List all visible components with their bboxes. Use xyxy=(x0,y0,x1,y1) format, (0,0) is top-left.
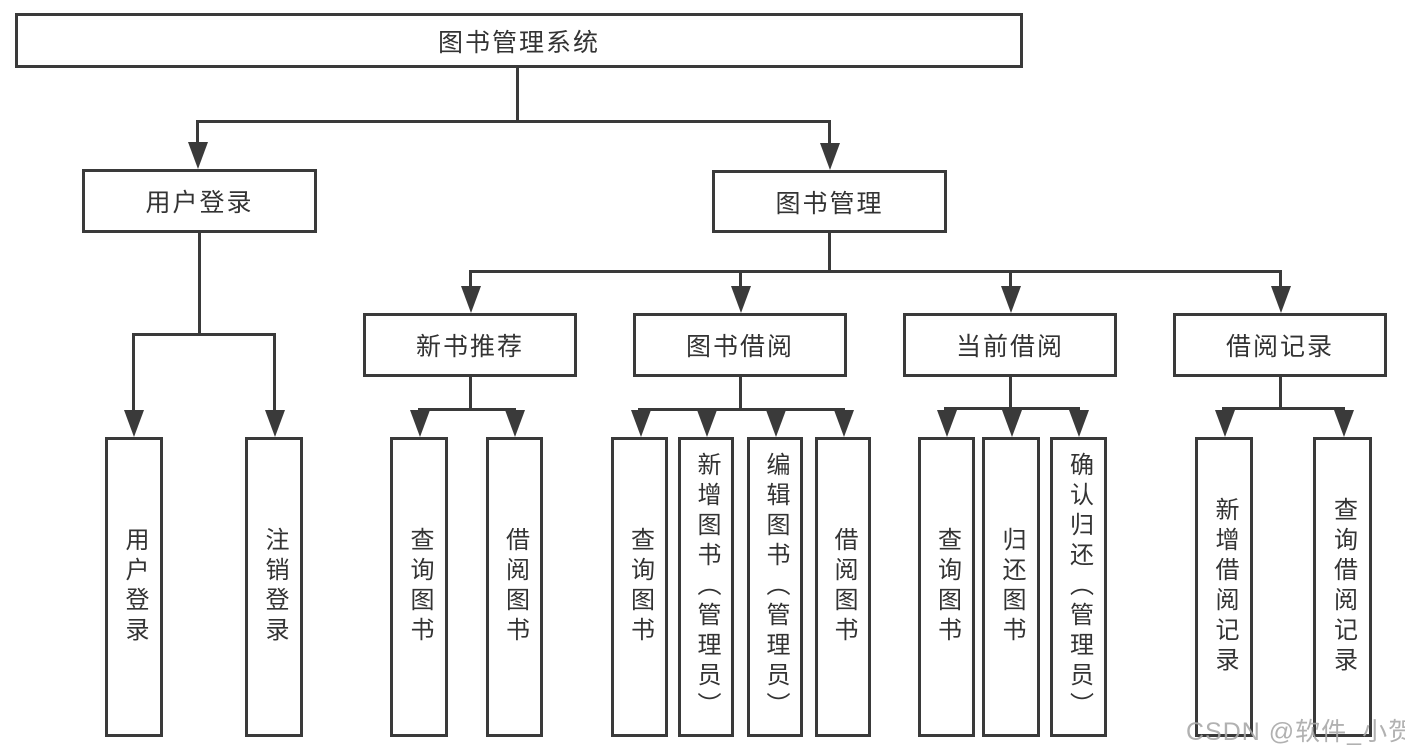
arrowhead xyxy=(1002,410,1022,437)
connector-user-login-stem xyxy=(198,233,201,335)
leaf-return-book-label: 归还图书 xyxy=(998,527,1025,647)
arrowhead xyxy=(505,410,525,437)
connector-new-book-rec-stem xyxy=(469,377,472,410)
node-borrow-records: 借阅记录 xyxy=(1173,313,1387,377)
connector-borrow-records-stem xyxy=(1279,377,1282,409)
arrowhead xyxy=(1215,410,1235,437)
connector-stub-borrow-records xyxy=(1279,270,1282,288)
connector-stub-leaf-login xyxy=(132,333,135,413)
node-new-book-rec: 新书推荐 xyxy=(363,313,577,377)
leaf-logout-label: 注销登录 xyxy=(261,527,288,647)
node-root: 图书管理系统 xyxy=(15,13,1023,68)
connector-stub-leaf-logout xyxy=(273,333,276,413)
leaf-user-login-label: 用户登录 xyxy=(121,527,148,647)
connector-current-borrow-stem xyxy=(1009,377,1012,409)
leaf-return-book: 归还图书 xyxy=(982,437,1040,737)
connector-current-borrow-split xyxy=(944,407,1080,410)
connector-stub-user-login xyxy=(196,120,199,148)
node-user-login: 用户登录 xyxy=(82,169,317,233)
arrowhead xyxy=(1271,286,1291,313)
connector-root-stem xyxy=(516,68,519,121)
arrowhead xyxy=(410,410,430,437)
csdn-watermark: CSDN @软件_小贺同学 xyxy=(1186,718,1405,746)
leaf-borrow-query-book: 查询图书 xyxy=(611,437,668,737)
arrowhead xyxy=(631,410,651,437)
leaf-confirm-return-admin: 确认归还（管理员） xyxy=(1050,437,1107,737)
leaf-current-query-book: 查询图书 xyxy=(918,437,975,737)
connector-user-login-split xyxy=(133,333,276,336)
leaf-edit-book-admin-label: 编辑图书（管理员） xyxy=(762,452,789,722)
leaf-edit-book-admin: 编辑图书（管理员） xyxy=(747,437,803,737)
connector-book-mgmt-split xyxy=(469,270,1281,273)
leaf-current-query-book-label: 查询图书 xyxy=(933,527,961,647)
node-book-mgmt: 图书管理 xyxy=(712,170,947,233)
node-current-borrow: 当前借阅 xyxy=(903,313,1117,377)
leaf-borrow-book-label: 借阅图书 xyxy=(830,527,857,647)
node-current-borrow-label: 当前借阅 xyxy=(955,333,1064,361)
leaf-add-borrow-record-label: 新增借阅记录 xyxy=(1211,497,1238,677)
node-borrow-records-label: 借阅记录 xyxy=(1225,333,1334,361)
connector-root-split xyxy=(197,120,831,123)
arrowhead xyxy=(265,410,285,437)
node-book-borrow: 图书借阅 xyxy=(633,313,847,377)
arrowhead xyxy=(188,142,208,169)
leaf-user-login: 用户登录 xyxy=(105,437,163,737)
node-new-book-rec-label: 新书推荐 xyxy=(415,333,524,361)
leaf-add-book-admin: 新增图书（管理员） xyxy=(678,437,734,737)
leaf-query-borrow-record-label: 查询借阅记录 xyxy=(1329,497,1357,677)
connector-book-mgmt-stem xyxy=(828,233,831,273)
connector-stub-current-borrow xyxy=(1009,270,1012,288)
arrowhead xyxy=(937,410,957,437)
connector-stub-book-borrow xyxy=(739,270,742,288)
arrowhead xyxy=(1001,286,1021,313)
arrowhead xyxy=(820,143,840,170)
leaf-rec-query-book: 查询图书 xyxy=(390,437,448,737)
arrowhead xyxy=(834,410,854,437)
leaf-confirm-return-admin-label: 确认归还（管理员） xyxy=(1065,452,1093,722)
connector-borrow-records-split xyxy=(1222,407,1345,410)
leaf-rec-borrow-book-label: 借阅图书 xyxy=(501,527,529,647)
arrowhead xyxy=(1069,410,1089,437)
arrowhead xyxy=(461,286,481,313)
connector-stub-book-mgmt xyxy=(828,120,831,148)
leaf-query-borrow-record: 查询借阅记录 xyxy=(1313,437,1372,737)
connector-stub-new-book-rec xyxy=(469,270,472,288)
connector-new-book-rec-split xyxy=(418,408,516,411)
arrowhead xyxy=(124,410,144,437)
leaf-add-borrow-record: 新增借阅记录 xyxy=(1195,437,1253,737)
leaf-add-book-admin-label: 新增图书（管理员） xyxy=(693,452,720,722)
arrowhead xyxy=(697,410,717,437)
arrowhead xyxy=(731,286,751,313)
leaf-rec-borrow-book: 借阅图书 xyxy=(486,437,543,737)
leaf-borrow-book: 借阅图书 xyxy=(815,437,871,737)
node-root-label: 图书管理系统 xyxy=(437,28,600,57)
leaf-logout: 注销登录 xyxy=(245,437,303,737)
node-user-login-label: 用户登录 xyxy=(145,189,254,217)
arrowhead xyxy=(766,410,786,437)
leaf-rec-query-book-label: 查询图书 xyxy=(406,527,433,647)
arrowhead xyxy=(1334,410,1354,437)
leaf-borrow-query-book-label: 查询图书 xyxy=(626,527,654,647)
node-book-borrow-label: 图书借阅 xyxy=(685,333,794,361)
connector-book-borrow-split xyxy=(638,408,845,411)
connector-book-borrow-stem xyxy=(739,377,742,410)
node-book-mgmt-label: 图书管理 xyxy=(775,189,884,218)
